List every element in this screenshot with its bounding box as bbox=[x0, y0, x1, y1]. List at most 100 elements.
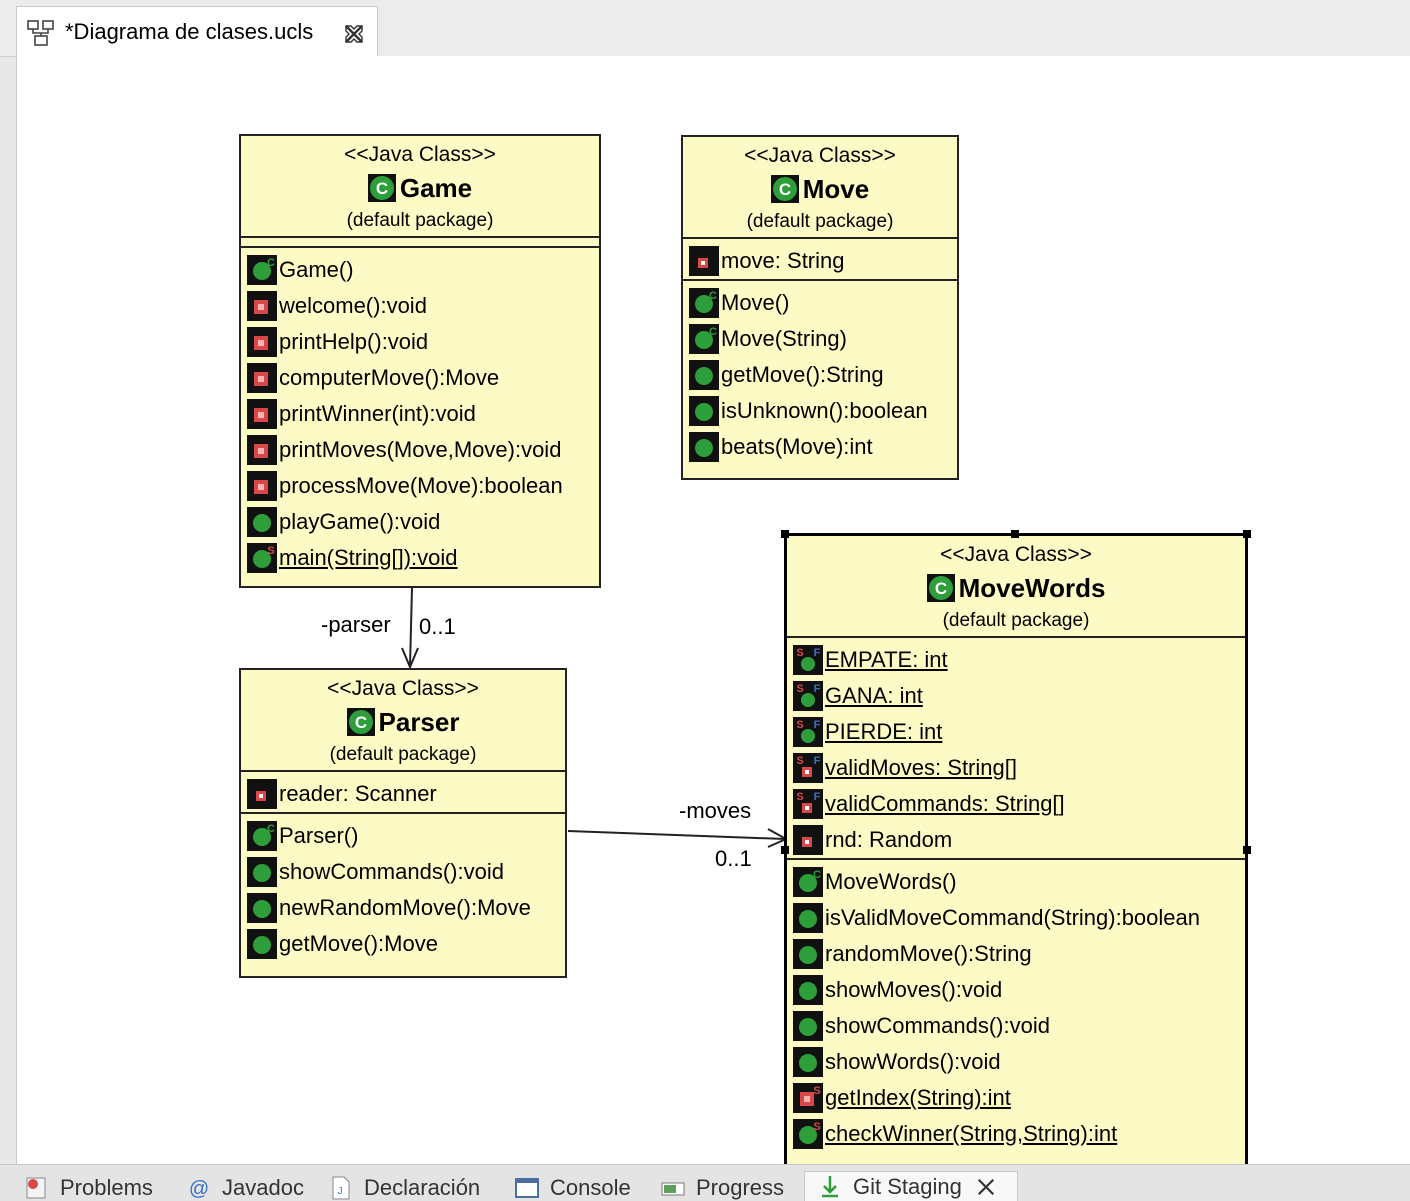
public-method-icon bbox=[689, 360, 719, 390]
private-method-icon bbox=[247, 435, 277, 465]
method-row[interactable]: isUnknown():boolean bbox=[683, 393, 957, 429]
association-game-parser-arrowhead bbox=[401, 647, 419, 670]
svg-text:C: C bbox=[709, 290, 717, 302]
selection-handle[interactable] bbox=[1011, 530, 1019, 538]
tab-javadoc[interactable]: @ Javadoc bbox=[186, 1175, 312, 1201]
private-field-icon bbox=[793, 825, 823, 855]
diagram-canvas[interactable]: -parser 0..1 -moves 0..1 <<Java Class>> … bbox=[16, 56, 1410, 1164]
method-row[interactable]: showCommands():void bbox=[787, 1008, 1245, 1044]
class-fields-section: move: String bbox=[683, 239, 957, 281]
selection-handle[interactable] bbox=[1243, 846, 1251, 854]
class-box-game[interactable]: <<Java Class>> C Game (default package) … bbox=[239, 134, 601, 588]
class-header: <<Java Class>> C MoveWords (default pack… bbox=[787, 536, 1245, 638]
static-private-method-icon: S bbox=[793, 1083, 823, 1113]
method-row[interactable]: printMoves(Move,Move):void bbox=[241, 432, 599, 468]
constructor-icon: C bbox=[689, 288, 719, 318]
method-row[interactable]: showWords():void bbox=[787, 1044, 1245, 1080]
method-row[interactable]: randomMove():String bbox=[787, 936, 1245, 972]
class-stereotype: <<Java Class>> bbox=[327, 677, 479, 700]
method-text: showMoves():void bbox=[825, 977, 1003, 1002]
field-row[interactable]: rnd: Random bbox=[787, 822, 1245, 858]
class-name: C Parser bbox=[241, 704, 565, 740]
editor-tab-title: *Diagrama de clases.ucls bbox=[65, 19, 314, 44]
tab-console[interactable]: Console bbox=[514, 1175, 644, 1201]
method-row[interactable]: showCommands():void bbox=[241, 854, 565, 890]
selection-handle[interactable] bbox=[781, 530, 789, 538]
field-row[interactable]: move: String bbox=[683, 243, 957, 279]
class-box-movewords[interactable]: <<Java Class>> C MoveWords (default pack… bbox=[784, 533, 1248, 1164]
selection-handle[interactable] bbox=[781, 846, 789, 854]
close-icon[interactable] bbox=[343, 23, 365, 45]
private-field-icon bbox=[689, 246, 719, 276]
method-row[interactable]: playGame():void bbox=[241, 504, 599, 540]
selection-handle[interactable] bbox=[1243, 530, 1251, 538]
method-text: processMove(Move):boolean bbox=[279, 473, 563, 498]
class-package: (default package) bbox=[746, 211, 894, 232]
public-method-icon bbox=[247, 857, 277, 887]
method-text: Parser() bbox=[279, 823, 359, 848]
association-game-parser-line bbox=[409, 587, 413, 667]
close-icon[interactable] bbox=[976, 1177, 996, 1197]
class-icon: C bbox=[346, 708, 375, 736]
svg-text:S: S bbox=[796, 683, 803, 695]
editor-tab-class-diagram[interactable]: *Diagrama de clases.ucls bbox=[16, 6, 378, 56]
class-box-move[interactable]: <<Java Class>> C Move (default package) … bbox=[681, 135, 959, 480]
field-text: rnd: Random bbox=[825, 827, 953, 852]
svg-text:C: C bbox=[934, 579, 946, 598]
svg-text:C: C bbox=[376, 179, 388, 198]
private-method-icon bbox=[247, 291, 277, 321]
public-method-icon bbox=[247, 893, 277, 923]
method-row[interactable]: isValidMoveCommand(String):boolean bbox=[787, 900, 1245, 936]
problems-icon bbox=[26, 1177, 46, 1199]
method-text: printHelp():void bbox=[279, 329, 429, 354]
method-text: showWords():void bbox=[825, 1049, 1001, 1074]
method-row[interactable]: beats(Move):int bbox=[683, 429, 957, 465]
method-text: Move(String) bbox=[721, 326, 847, 351]
svg-text:C: C bbox=[354, 713, 366, 732]
svg-text:S: S bbox=[796, 791, 803, 803]
static-method-icon: S bbox=[793, 1119, 823, 1149]
method-row[interactable]: welcome():void bbox=[241, 288, 599, 324]
tab-progress[interactable]: Progress bbox=[660, 1175, 790, 1201]
editor-tab-bar: *Diagrama de clases.ucls bbox=[0, 0, 1410, 57]
method-row[interactable]: getMove():Move bbox=[241, 926, 565, 962]
method-row[interactable]: getMove():String bbox=[683, 357, 957, 393]
public-method-icon bbox=[793, 1047, 823, 1077]
method-row[interactable]: computerMove():Move bbox=[241, 360, 599, 396]
svg-text:F: F bbox=[814, 755, 821, 767]
method-text: beats(Move):int bbox=[721, 434, 873, 459]
tab-git-staging[interactable]: Git Staging bbox=[804, 1171, 1018, 1201]
method-text: showCommands():void bbox=[825, 1013, 1050, 1038]
class-box-parser[interactable]: <<Java Class>> C Parser (default package… bbox=[239, 668, 567, 978]
tab-problems[interactable]: Problems bbox=[24, 1175, 174, 1201]
method-row[interactable]: printWinner(int):void bbox=[241, 396, 599, 432]
class-name-text: Move bbox=[802, 174, 870, 204]
method-row[interactable]: showMoves():void bbox=[787, 972, 1245, 1008]
public-method-icon bbox=[793, 1011, 823, 1041]
method-row[interactable]: processMove(Move):boolean bbox=[241, 468, 599, 504]
method-row[interactable]: printHelp():void bbox=[241, 324, 599, 360]
method-text: printWinner(int):void bbox=[279, 401, 476, 426]
method-row[interactable]: newRandomMove():Move bbox=[241, 890, 565, 926]
progress-icon bbox=[661, 1182, 685, 1196]
field-row[interactable]: reader: Scanner bbox=[241, 776, 565, 812]
svg-text:C: C bbox=[709, 326, 717, 338]
tab-declaration[interactable]: J Declaración bbox=[328, 1175, 496, 1201]
declaration-icon: J bbox=[332, 1176, 350, 1200]
method-row[interactable]: C Move(String) bbox=[683, 321, 957, 357]
